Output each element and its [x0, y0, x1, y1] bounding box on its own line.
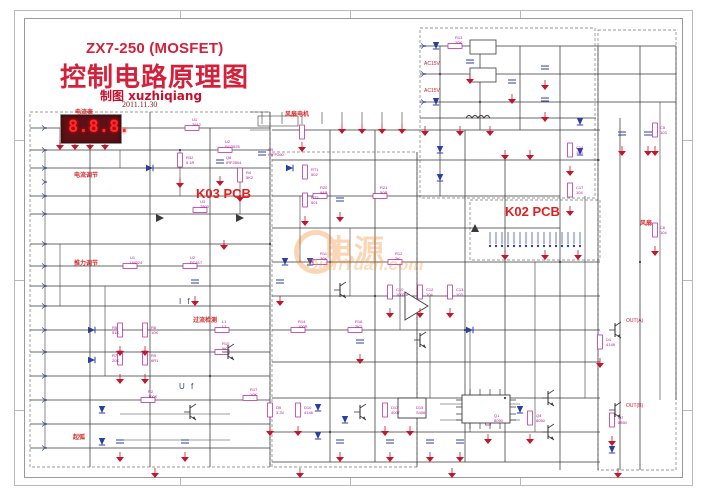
annotation-arc-start: 起弧 [73, 434, 86, 441]
signal-label-if: I f [179, 297, 192, 306]
frame-tick [14, 410, 24, 411]
component-designator: U2 SG3525 [225, 139, 240, 149]
frame-tick [350, 10, 351, 18]
component-designator: RT1 502 [311, 167, 319, 177]
inductor-l1 [465, 115, 491, 119]
component-designator: R10 5K1 [222, 341, 230, 351]
net-label-ac15v-2: AC15V [424, 88, 440, 94]
author-line: 制图 xuzhiqiang [100, 89, 203, 103]
component-designator: D10 4148 [304, 405, 313, 415]
component-designator: R7 20K [112, 353, 120, 363]
frame-tick [180, 478, 181, 486]
board-label-k02: K02 PCB [505, 204, 560, 219]
component-designator: D5 3.3V [276, 405, 285, 415]
ic-regulator-u3 [469, 39, 497, 83]
signal-label-uf: U f [179, 382, 196, 391]
annotation-overcurrent-detect: 过流检测 [193, 317, 218, 324]
annotation-fan: 风扇 [640, 220, 653, 227]
net-label-out-a: OUT(A) [626, 318, 644, 324]
ammeter-digits: 8.8.8. [68, 117, 130, 137]
component-designator: Q9 IRFP260 [268, 147, 284, 157]
title-chinese: 控制电路原理图 [60, 63, 250, 93]
component-designator: U2 PC817 [190, 255, 203, 265]
frame-tick [520, 478, 521, 486]
frame-tick [683, 280, 693, 281]
component-designator: R9 6R1 [151, 353, 159, 363]
component-designator: C13 103 [456, 287, 464, 297]
component-designator: C12 104 [426, 287, 434, 297]
component-designator: R32 5.1R [186, 155, 195, 165]
net-label-ac15v-1: AC15V [424, 61, 440, 67]
component-designator: R21 50R [380, 185, 388, 195]
frame-tick [180, 10, 181, 18]
component-designator: Q4 8050 [536, 413, 545, 423]
component-designator: R17 10K [250, 387, 258, 397]
drawing-frame-inner [24, 18, 683, 478]
ic-optocoupler-pc817 [397, 397, 427, 419]
annotation-current-adjust: 电流调节 [74, 172, 99, 179]
component-designator: R20 94R [320, 185, 328, 195]
component-designator: D13 4007 [391, 405, 400, 415]
component-designator: R5 51K [112, 325, 120, 335]
connector-row-top [257, 112, 407, 153]
component-designator: R6 10K [151, 325, 159, 335]
component-designator: R14 100R [298, 319, 308, 329]
annotation-thrust-adjust: 推力调节 [74, 260, 99, 267]
component-designator: C10 1000uF [396, 287, 410, 297]
component-designator: C5 103 [660, 125, 667, 135]
component-designator: R12 2K [395, 251, 403, 261]
ic-sg3525 [456, 389, 516, 429]
component-designator: D1 4148 [606, 337, 615, 347]
annotation-fan-motor: 风扇电机 [285, 111, 310, 118]
component-designator: U1 LM324 [130, 255, 143, 265]
title-english: ZX7-250 (MOSFET) [86, 40, 224, 57]
net-label-out-b: OUT(B) [626, 403, 644, 409]
board-label-k03: K03 PCB [196, 186, 251, 201]
component-designator: L1 L1 [222, 319, 227, 329]
component-designator: R16 2K2 [355, 319, 363, 329]
drawing-date: 2011.11.30 [122, 100, 158, 109]
component-designator: C6 104 [660, 225, 667, 235]
frame-tick [520, 10, 521, 18]
ammeter-display: 8.8.8. [60, 114, 129, 144]
connector-bank-k02 [488, 232, 583, 261]
frame-tick [14, 140, 24, 141]
component-designator: R11 20K [320, 251, 328, 261]
component-designator: RT2 501 [311, 195, 319, 205]
annotation-ammeter: 电流表 [75, 109, 94, 116]
component-designator: R4 5K2 [246, 170, 254, 180]
frame-tick [683, 140, 693, 141]
component-designator: R2 100K [148, 389, 158, 399]
component-designator: Q7 8550 [618, 415, 627, 425]
component-designator: C14 103 [576, 145, 584, 155]
component-designator: U3 7800 [200, 199, 209, 209]
frame-tick [14, 280, 24, 281]
component-designator: Q1 8050 [494, 413, 503, 423]
arrow-markers [156, 214, 479, 232]
component-designator: R13 20K [455, 35, 463, 45]
frame-tick [683, 410, 693, 411]
component-designator: U1 7812 [192, 117, 201, 127]
drawing-frame-outer [14, 10, 693, 486]
component-designator: Q8 IRF2804 [226, 155, 242, 165]
frame-tick [350, 478, 351, 486]
component-designator: C17 104 [576, 185, 584, 195]
junction-dots [88, 72, 642, 434]
component-designator: D15 S406 [416, 405, 426, 415]
